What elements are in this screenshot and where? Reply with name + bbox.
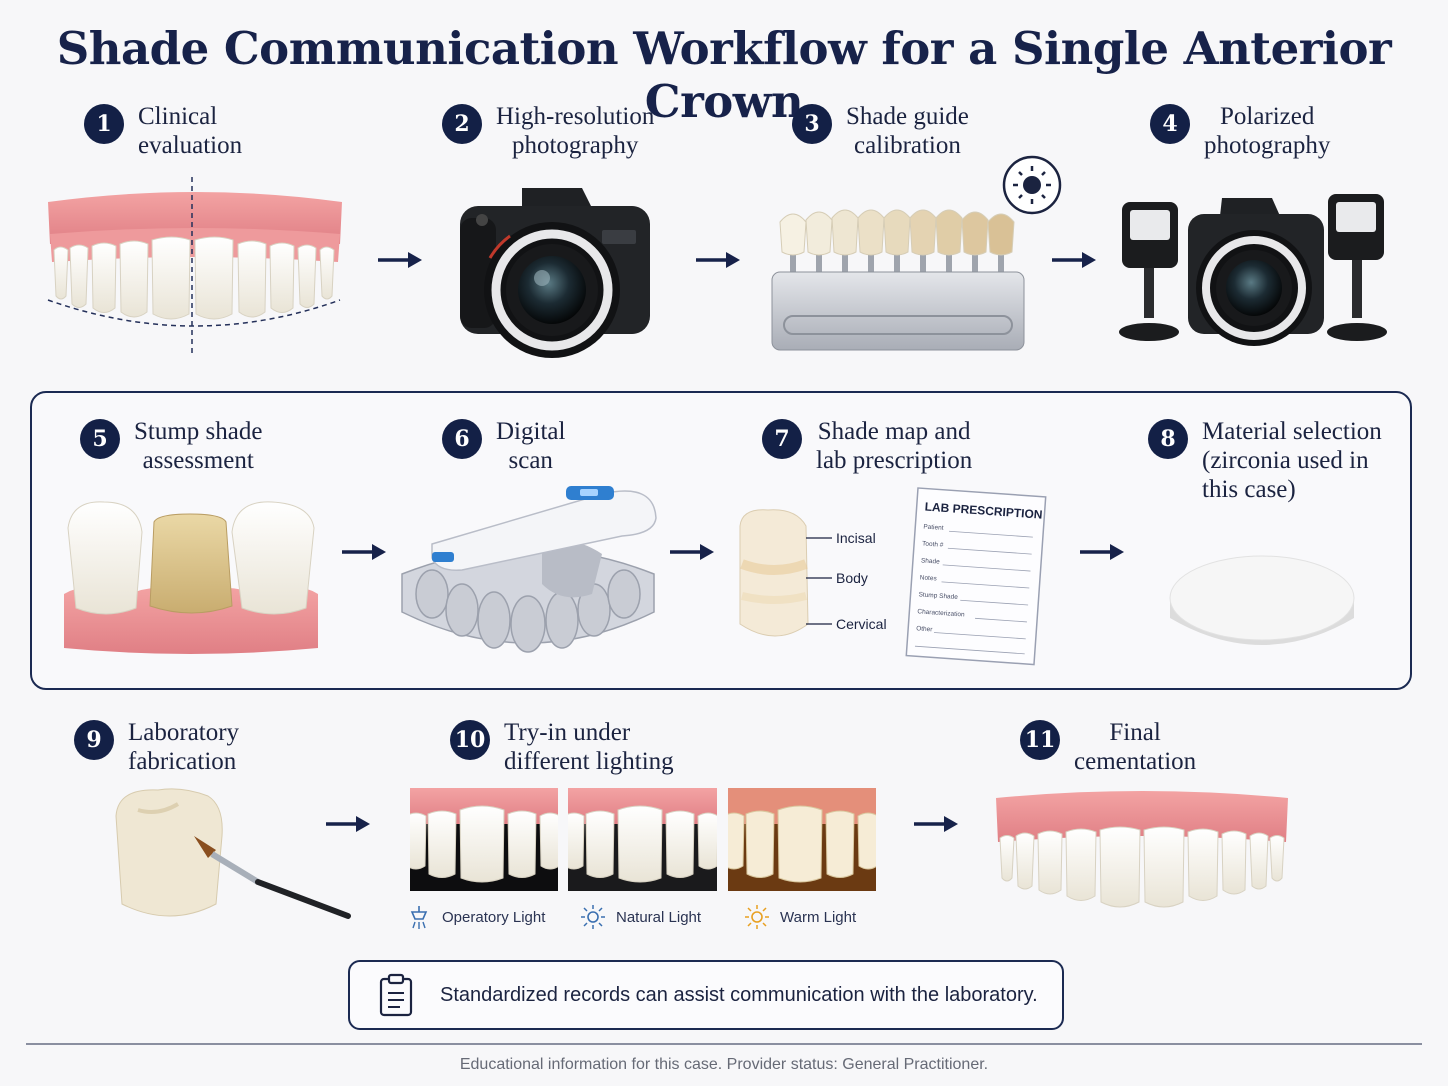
step-badge: 10 [450, 720, 490, 760]
svg-text:Tooth #: Tooth # [922, 540, 944, 548]
step-badge: 3 [792, 104, 832, 144]
footer-disclaimer: Educational information for this case. P… [459, 1056, 989, 1073]
footer-divider [26, 1043, 1422, 1045]
step-badge: 4 [1150, 104, 1190, 144]
shade-zone-incisal: Incisal [836, 530, 876, 546]
records-note: Standardized records can assist communic… [348, 960, 1064, 1030]
clipboard-icon [379, 973, 413, 1017]
shade-zone-cervical: Cervical [836, 616, 887, 632]
svg-text:Shade: Shade [921, 557, 941, 565]
step-badge: 2 [442, 104, 482, 144]
flash-right-icon [1327, 194, 1387, 341]
arrow-right-icon [342, 542, 388, 562]
try-in-natural-photo [568, 788, 717, 891]
arrow-right-icon [326, 814, 372, 834]
try-in-warm-photo [728, 788, 876, 891]
step-badge: 1 [84, 104, 124, 144]
lab-prescription-form: LAB PRESCRIPTION Patient Tooth # Shade N… [905, 487, 1047, 666]
step-badge: 7 [762, 419, 802, 459]
svg-text:Stump Shade: Stump Shade [918, 591, 958, 601]
page-title: Shade Communication Workflow for a Singl… [56, 22, 1392, 128]
operatory-light-caption: Operatory Light [406, 904, 545, 930]
arrow-right-icon [1080, 542, 1126, 562]
step-badge: 9 [74, 720, 114, 760]
svg-text:Other: Other [916, 625, 934, 633]
step-badge: 8 [1148, 419, 1188, 459]
svg-text:Notes: Notes [919, 574, 937, 582]
arrow-right-icon [696, 250, 742, 270]
warm-sun-icon [745, 905, 769, 929]
shade-map-prescription-illustration: Incisal Body Cervical LAB PRESCRIPTION P… [739, 487, 1047, 666]
step-badge: 11 [1020, 720, 1060, 760]
arrow-right-icon [670, 542, 716, 562]
calibration-light-icon [1002, 155, 1062, 215]
shade-zone-body: Body [836, 570, 868, 586]
arrow-right-icon [914, 814, 960, 834]
step-badge: 6 [442, 419, 482, 459]
natural-light-caption: Natural Light [580, 904, 701, 930]
smile-evaluation-illustration [47, 177, 342, 354]
arrow-right-icon [1052, 250, 1098, 270]
final-smile-illustration [996, 791, 1288, 908]
polarized-camera-illustration [1119, 194, 1387, 346]
operatory-light-icon [410, 906, 428, 929]
step-badge: 5 [80, 419, 120, 459]
stump-shade-illustration [64, 501, 318, 654]
sun-icon [581, 905, 605, 929]
intraoral-scanner-illustration [401, 486, 657, 653]
crown-fabrication-illustration [115, 788, 351, 919]
shade-guide-illustration [771, 155, 1062, 351]
arrow-right-icon [378, 250, 424, 270]
camera-illustration [460, 188, 650, 358]
svg-text:Characterization: Characterization [917, 608, 965, 618]
warm-light-caption: Warm Light [744, 904, 856, 930]
try-in-operatory-photo [410, 788, 558, 891]
flash-left-icon [1119, 202, 1179, 341]
zirconia-disc-illustration [1169, 555, 1355, 645]
svg-text:Patient: Patient [923, 523, 944, 531]
note-text: Standardized records can assist communic… [440, 983, 1038, 1006]
paint-brush-icon [194, 836, 351, 919]
